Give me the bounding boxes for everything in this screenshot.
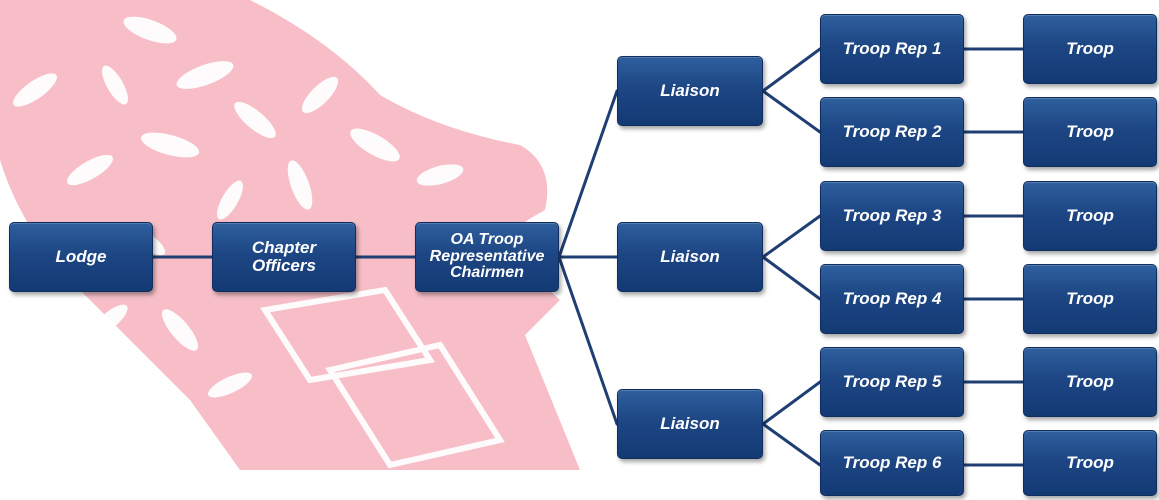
liaison-label: Liaison — [660, 81, 720, 101]
liaison-box-3: Liaison — [617, 389, 763, 459]
troop-rep-label: Troop Rep 2 — [842, 122, 942, 142]
troop-box-5: Troop — [1023, 347, 1157, 417]
oa-troop-rep-chairmen-box: OA Troop Representative Chairmen — [415, 222, 559, 292]
oa-troop-rep-chairmen-label: OA Troop Representative Chairmen — [429, 230, 545, 282]
troop-box-6: Troop — [1023, 430, 1157, 496]
troop-box-3: Troop — [1023, 181, 1157, 251]
troop-rep-box-3: Troop Rep 3 — [820, 181, 964, 251]
troop-label: Troop — [1066, 289, 1114, 309]
troop-rep-label: Troop Rep 1 — [842, 39, 942, 59]
troop-rep-label: Troop Rep 4 — [842, 289, 942, 309]
lodge-label: Lodge — [55, 247, 107, 267]
liaison-label: Liaison — [660, 414, 720, 434]
troop-label: Troop — [1066, 122, 1114, 142]
troop-rep-label: Troop Rep 6 — [842, 453, 942, 473]
troop-rep-box-1: Troop Rep 1 — [820, 14, 964, 84]
troop-box-1: Troop — [1023, 14, 1157, 84]
troop-rep-label: Troop Rep 5 — [842, 372, 942, 392]
troop-rep-box-5: Troop Rep 5 — [820, 347, 964, 417]
troop-label: Troop — [1066, 453, 1114, 473]
troop-rep-label: Troop Rep 3 — [842, 206, 942, 226]
troop-box-2: Troop — [1023, 97, 1157, 167]
troop-label: Troop — [1066, 206, 1114, 226]
troop-box-4: Troop — [1023, 264, 1157, 334]
chapter-officers-label: Chapter Officers — [251, 238, 317, 275]
troop-label: Troop — [1066, 39, 1114, 59]
troop-rep-box-2: Troop Rep 2 — [820, 97, 964, 167]
liaison-box-2: Liaison — [617, 222, 763, 292]
troop-rep-box-6: Troop Rep 6 — [820, 430, 964, 496]
chapter-officers-box: Chapter Officers — [212, 222, 356, 292]
troop-rep-box-4: Troop Rep 4 — [820, 264, 964, 334]
troop-label: Troop — [1066, 372, 1114, 392]
lodge-box: Lodge — [9, 222, 153, 292]
liaison-label: Liaison — [660, 247, 720, 267]
liaison-box-1: Liaison — [617, 56, 763, 126]
